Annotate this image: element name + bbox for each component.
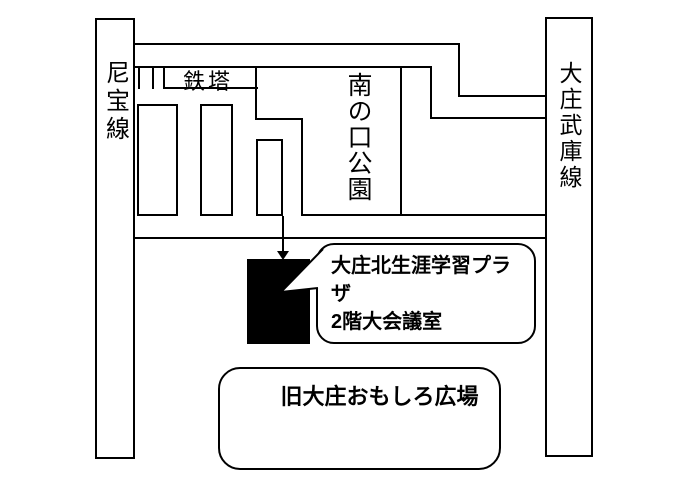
road-line	[430, 66, 432, 119]
block-rectangle	[200, 104, 233, 216]
tower-label: 鉄塔	[183, 69, 234, 94]
road-niho-label: 尼宝線	[101, 60, 129, 144]
road-niho-line: 尼宝線	[95, 18, 135, 459]
park-label: 南の口公園	[344, 72, 372, 202]
road-line	[135, 237, 545, 239]
former-plaza-label: 旧大庄おもしろ広場	[280, 384, 479, 409]
road-line	[430, 117, 546, 119]
park-boundary-line	[301, 118, 303, 216]
park-boundary-line	[255, 118, 303, 120]
former-plaza-box: 旧大庄おもしろ広場	[218, 367, 501, 470]
road-line	[303, 214, 545, 216]
down-arrow-shaft	[282, 216, 284, 252]
road-line	[458, 43, 460, 97]
block-rectangle	[137, 104, 178, 216]
road-niho-label-wrap: 尼宝線	[97, 20, 133, 457]
road-line	[163, 87, 258, 89]
road-line	[135, 43, 460, 45]
venue-callout-line1: 大庄北生涯学習プラザ	[331, 255, 511, 305]
park-boundary-line	[400, 66, 402, 216]
block-rectangle	[256, 139, 283, 216]
road-line	[138, 66, 140, 89]
venue-callout-line2: 2階大会議室	[331, 311, 443, 333]
road-line	[458, 95, 546, 97]
park-boundary-line	[255, 66, 257, 120]
road-muko-label: 大庄武庫線	[556, 61, 582, 191]
venue-building-block	[247, 259, 310, 344]
road-osho-muko-line: 大庄武庫線	[545, 17, 593, 457]
venue-callout-bubble: 大庄北生涯学習プラザ 2階大会議室	[316, 243, 536, 344]
road-muko-label-wrap: 大庄武庫線	[547, 19, 591, 455]
road-line	[163, 66, 165, 89]
road-line	[152, 66, 154, 89]
road-line	[135, 66, 432, 68]
